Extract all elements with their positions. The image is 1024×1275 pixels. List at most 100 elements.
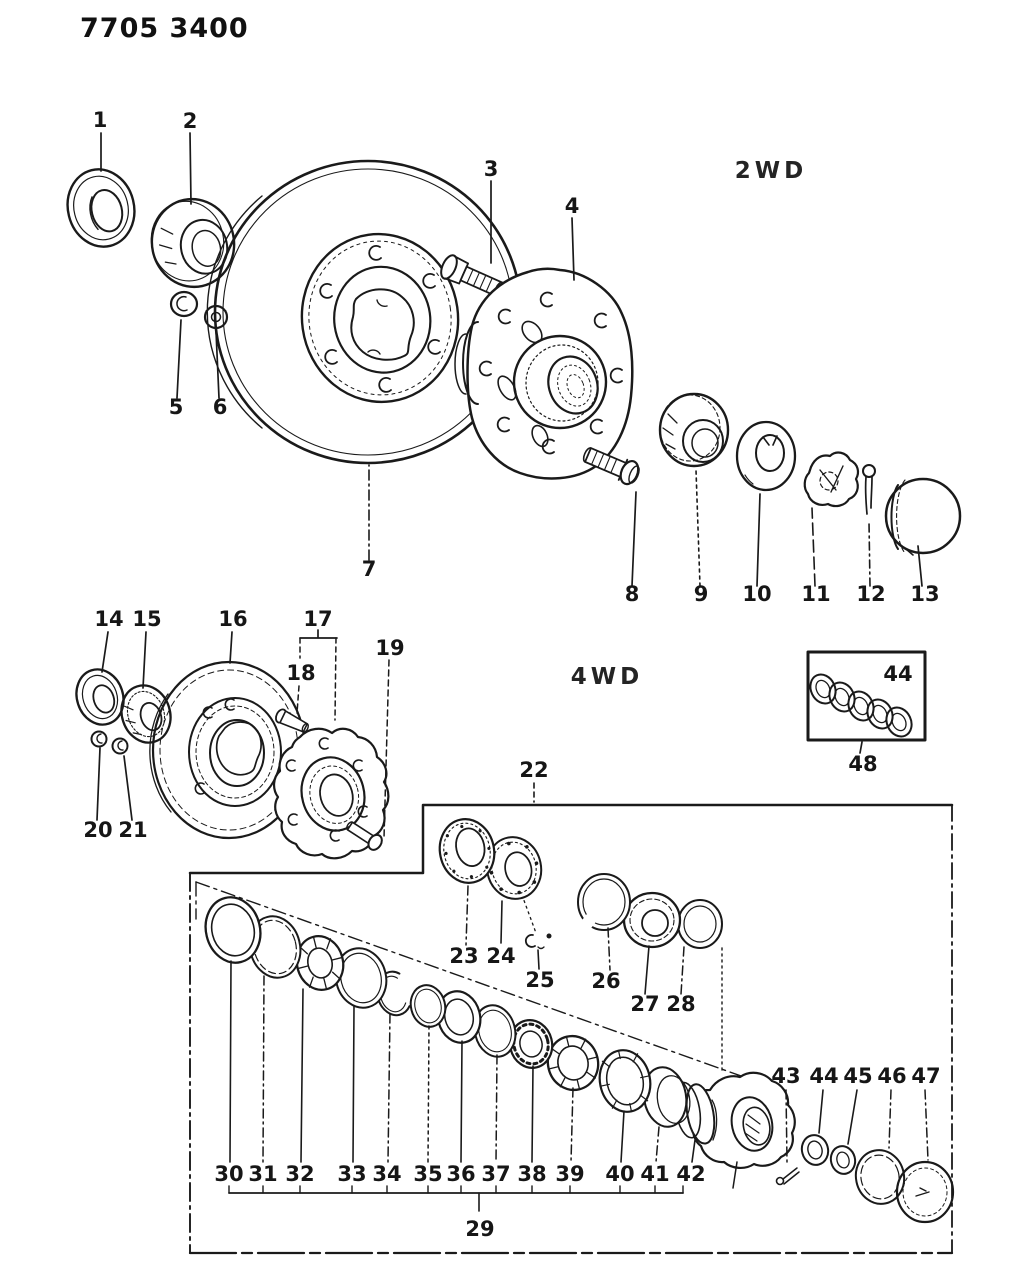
section-label-4wd: 4WD (571, 664, 643, 690)
callout-40: 40 (605, 1162, 634, 1186)
callouts-box: 22 23 24 25 26 27 28 29 30 31 32 33 34 3… (214, 758, 940, 1241)
callout-11: 11 (801, 582, 830, 606)
callout-26: 26 (591, 969, 620, 993)
part-48-snap-ring-set-box (806, 650, 927, 742)
part-1-grease-seal (66, 168, 136, 248)
part-hub-body-freewheel (690, 1071, 796, 1169)
callout-42: 42 (676, 1162, 705, 1186)
part-42-spacer-sleeve (673, 1081, 716, 1145)
part-43-pin (775, 1167, 800, 1186)
part-18-stud-4wd (275, 708, 309, 733)
callout-44-box: 44 (883, 662, 912, 686)
part-13-grease-cap (884, 477, 962, 556)
part-41-sleeve (642, 1066, 691, 1128)
callouts-2wd: 1 2 3 4 5 6 7 8 9 10 11 12 13 (93, 108, 940, 606)
part-10-lock-washer (735, 420, 797, 492)
callout-14: 14 (94, 607, 123, 631)
callout-36: 36 (446, 1162, 475, 1186)
callout-13: 13 (910, 582, 939, 606)
callout-46: 46 (877, 1064, 906, 1088)
callout-29: 29 (465, 1217, 494, 1241)
callout-35: 35 (413, 1162, 442, 1186)
part-20-pin (90, 730, 108, 748)
part-25-clip (525, 933, 552, 950)
part-39-roller-bearing (546, 1034, 600, 1092)
part-6-nut (203, 304, 229, 330)
part-5-collar (169, 290, 199, 318)
part-11-lock-nut (803, 451, 860, 508)
part-4-front-hub (454, 267, 634, 480)
callout-25: 25 (525, 968, 554, 992)
callout-38: 38 (517, 1162, 546, 1186)
callout-19: 19 (375, 636, 404, 660)
callout-43: 43 (771, 1064, 800, 1088)
callout-34: 34 (372, 1162, 401, 1186)
callout-22: 22 (519, 758, 548, 782)
callout-7: 7 (362, 557, 377, 581)
part-38-gear-ring (508, 1019, 554, 1069)
callouts-4wd: 14 15 16 17 18 19 20 21 44 48 (83, 607, 912, 842)
leader-lines-box (229, 782, 929, 1189)
callout-47: 47 (911, 1064, 940, 1088)
callout-17: 17 (303, 607, 332, 631)
axis-centerlines (195, 881, 773, 1088)
callout-21: 21 (118, 818, 147, 842)
leader-lines-4wd (96, 629, 863, 839)
part-7-brake-rotor-2wd (206, 159, 523, 465)
part-30-seal-ring (204, 896, 262, 964)
doc-code: 7705 3400 (80, 13, 249, 44)
callout-12: 12 (856, 582, 885, 606)
callout-31: 31 (248, 1162, 277, 1186)
callout-6: 6 (213, 395, 228, 419)
callout-39: 39 (555, 1162, 584, 1186)
callout-23: 23 (449, 944, 478, 968)
part-44-washer-small (800, 1134, 830, 1166)
part-9-wheel-bearing-outer (658, 392, 730, 468)
part-24-bearing-cage (485, 836, 543, 900)
callout-41: 41 (640, 1162, 669, 1186)
callout-44-lower: 44 (809, 1064, 838, 1088)
callout-4: 4 (565, 194, 580, 218)
callout-24: 24 (486, 944, 515, 968)
part-26-snap-ring (577, 873, 631, 931)
callout-33: 33 (337, 1162, 366, 1186)
callout-48: 48 (848, 752, 877, 776)
callout-30: 30 (214, 1162, 243, 1186)
callout-20: 20 (83, 818, 112, 842)
bracket-29 (228, 1185, 684, 1212)
detail-box-22 (188, 803, 954, 1255)
callout-15: 15 (132, 607, 161, 631)
callout-45: 45 (843, 1064, 872, 1088)
callout-32: 32 (285, 1162, 314, 1186)
part-12-cotter-pin (862, 464, 876, 515)
callout-10: 10 (742, 582, 771, 606)
part-28-spacer-ring (677, 899, 723, 949)
callout-37: 37 (481, 1162, 510, 1186)
part-40-lock-ring (598, 1049, 652, 1113)
callout-27: 27 (630, 992, 659, 1016)
leader-lines-2wd (100, 132, 923, 587)
callout-2: 2 (183, 109, 198, 133)
callout-28: 28 (666, 992, 695, 1016)
part-23-tone-ring (438, 818, 496, 884)
part-45-washer-smaller (829, 1145, 857, 1175)
part-14-grease-seal-4wd (75, 668, 125, 726)
callout-1: 1 (93, 108, 108, 132)
callout-18: 18 (286, 661, 315, 685)
callout-5: 5 (169, 395, 184, 419)
part-8-hub-bolt (582, 447, 640, 486)
part-21-nut-small (111, 737, 129, 755)
callout-9: 9 (694, 582, 709, 606)
part-27-bearing-small (622, 891, 682, 949)
part-31-ring (248, 915, 302, 979)
callout-8: 8 (625, 582, 640, 606)
section-label-2wd: 2WD (735, 158, 807, 184)
part-32-roller-bearing (295, 935, 345, 991)
part-15-wheel-bearing-4wd (120, 684, 172, 744)
part-2-wheel-bearing-inner (150, 197, 236, 289)
part-19-front-hub-4wd (273, 727, 390, 860)
part-47-cover-cap (895, 1160, 955, 1224)
part-35-ring (409, 984, 447, 1028)
